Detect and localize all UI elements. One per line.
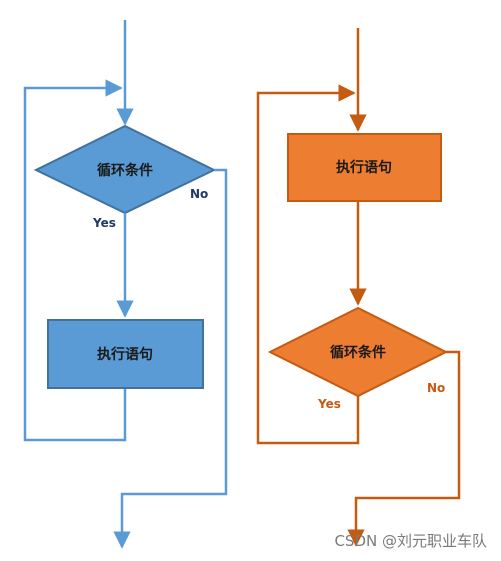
left-condition-label: 循环条件 — [97, 162, 153, 179]
right-no-exit-arrow — [347, 350, 461, 547]
left-yes-label: Yes — [92, 216, 116, 230]
watermark-text: CSDN @刘元职业车队 — [334, 532, 487, 550]
left-no-exit-arrow — [113, 168, 228, 549]
do-while-loop-flow: 执行语句 循环条件 Yes No — [256, 28, 461, 547]
while-loop-flow: 循环条件 Yes 执行语句 No — [23, 20, 228, 549]
right-statement-box — [287, 133, 442, 202]
right-condition-label: 循环条件 — [330, 344, 386, 361]
left-loop-back-arrow — [23, 79, 127, 442]
left-no-label: No — [190, 187, 208, 201]
right-yes-label: Yes — [317, 397, 341, 411]
right-statement-label: 执行语句 — [336, 159, 392, 176]
left-statement-label: 执行语句 — [97, 346, 153, 363]
left-statement-box — [47, 319, 204, 389]
right-no-label: No — [427, 381, 445, 395]
right-yes-loop-back-arrow — [256, 84, 360, 445]
